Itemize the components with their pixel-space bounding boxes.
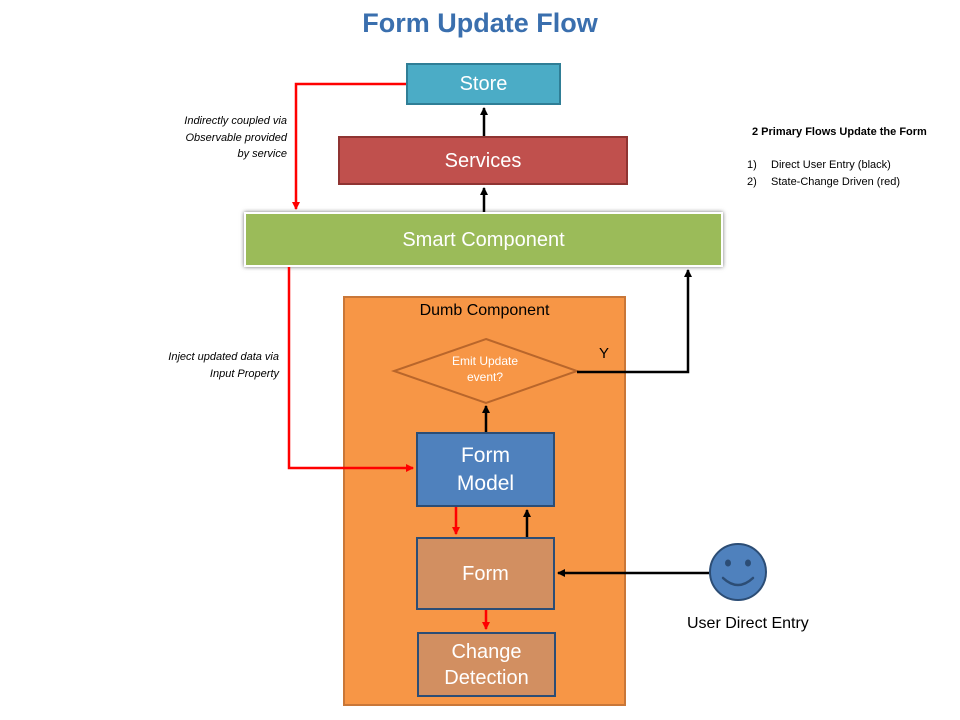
observable-note-line: by service — [237, 148, 287, 160]
smart-component-box: Smart Component — [244, 212, 723, 267]
observable-note-line: Indirectly coupled via — [184, 115, 287, 127]
form-model-label-line1: Form — [460, 444, 510, 468]
diagram-title: Form Update Flow — [362, 8, 598, 38]
smiley-face-icon — [709, 543, 767, 601]
emit-update-decision-diamond — [390, 337, 581, 405]
services-label: Services — [444, 149, 522, 172]
user-direct-entry-label: User Direct Entry — [687, 615, 809, 632]
change-detection-label-line2: Detection — [444, 666, 529, 689]
observable-coupling-note: Indirectly coupled via Observable provid… — [150, 113, 287, 163]
emit-update-label-line1: Emit Update — [451, 354, 519, 368]
input-note-line: Inject updated data via — [168, 351, 279, 363]
smart-component-label: Smart Component — [402, 228, 565, 251]
input-property-note: Inject updated data via Input Property — [130, 349, 279, 382]
decision-yes-label: Y — [599, 345, 610, 362]
flows-legend-item-number: 2) — [747, 176, 757, 189]
store-box: Store — [406, 63, 561, 105]
observable-note-line: Observable provided — [185, 131, 287, 144]
flows-legend-item-label: State-Change Driven (red) — [771, 176, 901, 189]
flows-legend-list: 1) Direct User Entry (black) 2) State-Ch… — [747, 157, 900, 191]
flows-legend-item-label: Direct User Entry (black) — [771, 159, 891, 171]
form-model-label-line2: Model — [456, 471, 515, 495]
arrow-smart-to-form-model-red — [287, 267, 414, 472]
form-model-box: Form Model — [416, 432, 555, 507]
form-label: Form — [462, 562, 509, 585]
emit-update-label-line2: event? — [466, 370, 504, 385]
services-box: Services — [338, 136, 628, 185]
dumb-component-label: Dumb Component — [419, 302, 550, 319]
flows-legend-item: 2) State-Change Driven (red) — [747, 174, 900, 191]
arrow-emit-yes-to-smart — [577, 269, 692, 374]
flows-legend-item: 1) Direct User Entry (black) — [747, 157, 900, 174]
arrow-store-to-smart-red — [292, 82, 406, 210]
flows-legend-title: 2 Primary Flows Update the Form — [752, 126, 927, 138]
input-note-line: Input Property — [209, 367, 279, 380]
form-box: Form — [416, 537, 555, 610]
change-detection-box: Change Detection — [417, 632, 556, 697]
change-detection-label-line1: Change — [451, 640, 522, 663]
store-label: Store — [459, 73, 508, 95]
emit-update-label: Emit Update event? — [430, 353, 540, 385]
flows-legend-item-number: 1) — [747, 159, 757, 171]
